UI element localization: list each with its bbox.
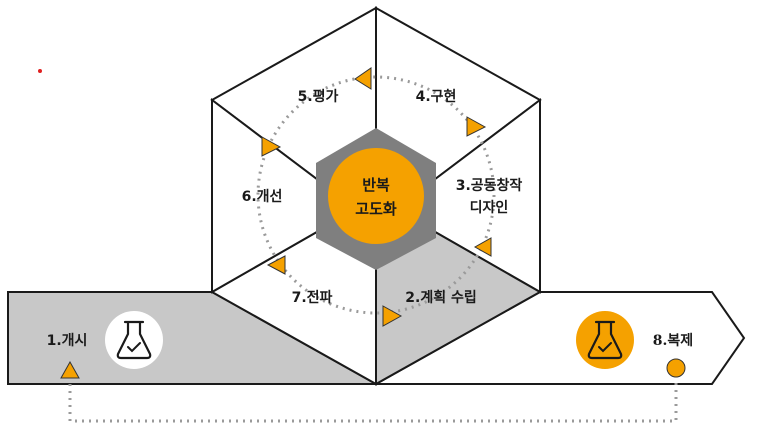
step-label-2: 2.계획 수립 [405, 289, 476, 306]
step-label-1: 1.개시 [47, 333, 88, 349]
return-loop-dotted-path [68, 377, 678, 423]
end-marker-circle [666, 358, 686, 378]
cycle-arrow-7 [266, 255, 286, 275]
step-label-7: 7.전파 [292, 289, 333, 306]
cycle-arrow-1 [382, 305, 403, 327]
step-label-8: 8.복제 [653, 333, 693, 349]
cycle-arrow-6 [261, 136, 282, 157]
cycle-arrow-4 [354, 67, 372, 90]
start-marker-triangle [60, 360, 80, 379]
step-label-4: 4.구현 [416, 89, 457, 105]
step-label-5: 5.평가 [298, 88, 339, 105]
cycle-dotted-path [256, 75, 496, 315]
center-label-line1: 반복 [362, 176, 390, 194]
red-dot [38, 69, 42, 73]
step-label-3-line1: 3.공동창작 [456, 177, 523, 194]
flask-check-icon [576, 311, 634, 369]
flask-check-icon [105, 311, 163, 369]
step-label-3-line2: 디자인 [470, 199, 509, 216]
step-label-6: 6.개선 [242, 189, 283, 205]
center-label-line2: 고도화 [355, 200, 397, 218]
center-circle [328, 148, 424, 244]
cycle-arrow-2 [473, 237, 492, 257]
cycle-arrow-3 [466, 116, 487, 137]
